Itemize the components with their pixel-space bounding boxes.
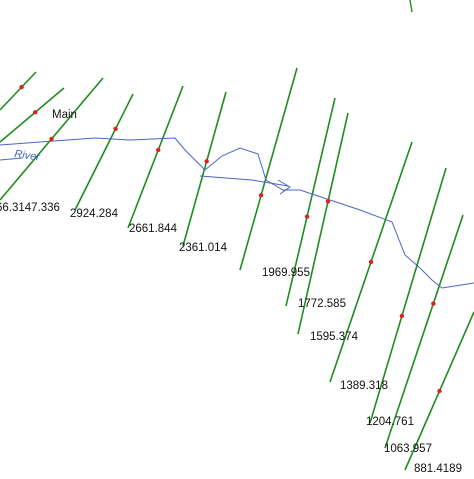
cross-section-line[interactable] [297, 112, 349, 335]
bank-station-marker [33, 110, 38, 115]
station-label: 1204.761 [366, 416, 414, 428]
bank-station-marker [431, 301, 436, 306]
cross-section-line[interactable] [384, 214, 464, 449]
station-label: 1969.955 [262, 267, 310, 279]
bank-station-marker [204, 159, 209, 164]
cross-section-line[interactable] [409, 0, 413, 13]
bank-station-marker [156, 147, 161, 153]
river-segment [0, 157, 23, 161]
river-name-label: River [14, 148, 42, 164]
bank-station-marker [437, 388, 442, 394]
flow-arrow-icon [277, 179, 291, 195]
bank-station-marker [325, 199, 331, 204]
station-label: 66.3147.336 [0, 202, 60, 214]
bank-station-marker [258, 193, 264, 198]
station-label: 1063.957 [384, 443, 432, 455]
bank-station-marker [368, 259, 374, 265]
cross-section-line[interactable] [127, 85, 184, 229]
station-label: 1595.374 [310, 331, 359, 343]
reach-name-label: Main [52, 109, 77, 121]
station-label: 1772.585 [298, 298, 346, 310]
label-layer: Main River [14, 109, 77, 164]
cross-section-line[interactable] [239, 67, 298, 271]
bank-station-marker [49, 136, 54, 142]
station-label: 2924.284 [70, 208, 119, 220]
station-label: 2661.844 [129, 223, 178, 235]
station-label: 1389.318 [340, 380, 388, 392]
bank-station-marker [113, 126, 118, 131]
station-label: 2361.014 [179, 242, 228, 254]
bank-station-marker [304, 214, 310, 219]
bank-station-marker [19, 85, 24, 90]
cross-section-line[interactable] [0, 87, 65, 143]
station-label: 881.4189 [414, 463, 462, 474]
river-centerline [0, 137, 474, 289]
river-layer [0, 137, 474, 289]
bank-station-marker [399, 313, 405, 319]
flow-arrow-shaft [199, 175, 289, 187]
marker-layer [19, 85, 442, 394]
cross-section-line[interactable] [74, 93, 134, 211]
cross-section-line[interactable] [0, 71, 37, 111]
cross-section-line[interactable] [369, 167, 447, 424]
cross-section-line[interactable] [285, 97, 336, 307]
